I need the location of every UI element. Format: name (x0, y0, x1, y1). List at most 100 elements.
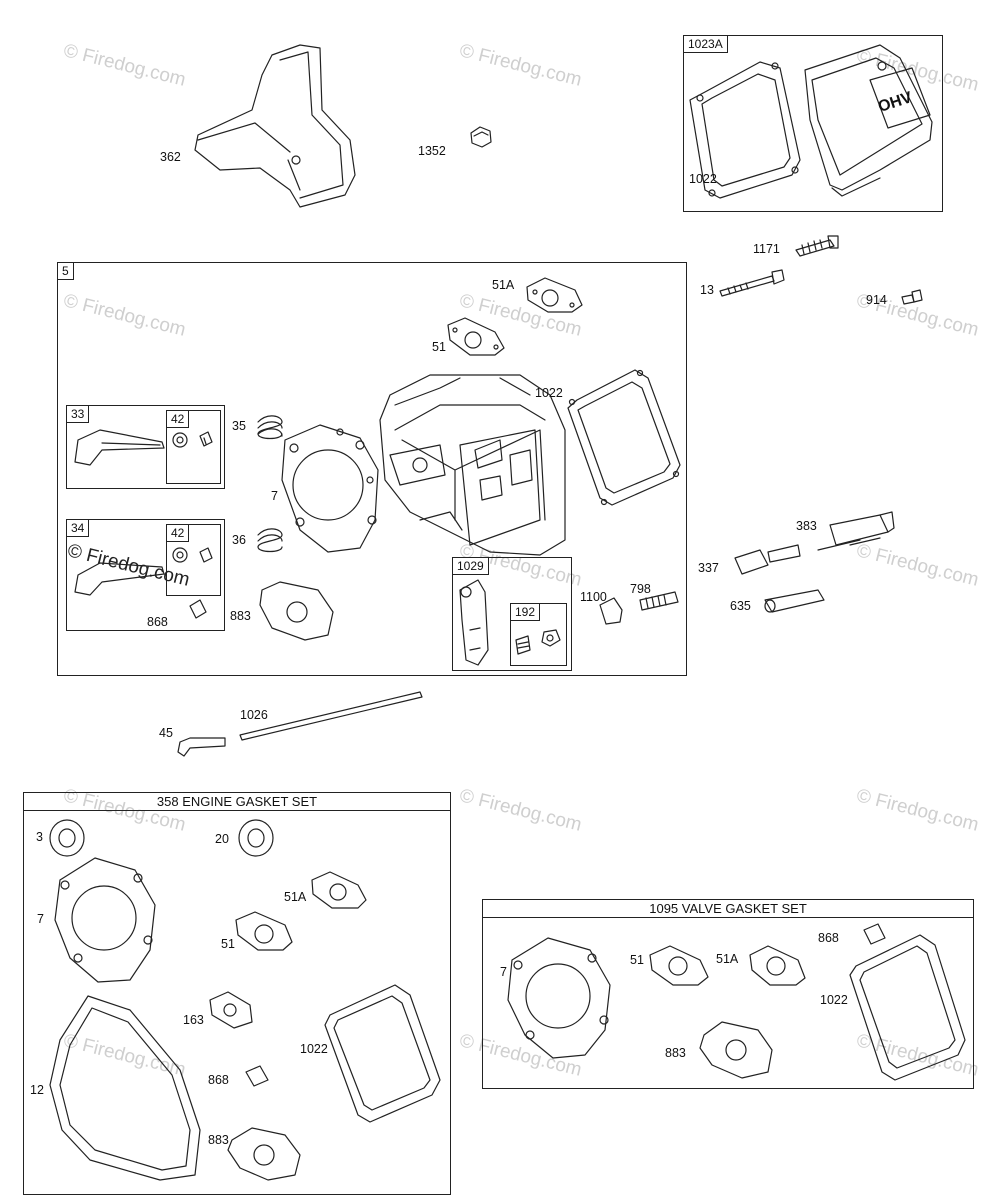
valve-gasket-set-title: 1095 VALVE GASKET SET (483, 900, 973, 918)
exhaust-gasket-883-drawing (227, 1127, 301, 1181)
part-label-51a[interactable]: 51A (716, 952, 739, 966)
box-tag: 33 (66, 405, 90, 423)
part-label-883[interactable]: 883 (230, 609, 251, 623)
part-label-337[interactable]: 337 (698, 561, 719, 575)
ignition-coil-drawing (817, 511, 895, 551)
cylinder-head-drawing (379, 374, 566, 556)
box-tag: 34 (66, 519, 90, 537)
intake-gasket-51-drawing (447, 317, 505, 356)
part-label-7[interactable]: 7 (500, 965, 507, 979)
valve-seal-868-drawing (863, 923, 886, 945)
exhaust-valve-box: 33 (66, 405, 225, 489)
part-label-1022[interactable]: 1022 (689, 172, 717, 186)
part-label-798[interactable]: 798 (630, 582, 651, 596)
part-label-1022[interactable]: 1022 (535, 386, 563, 400)
box-tag: 42 (166, 410, 190, 428)
valve-spring-36-drawing (257, 528, 283, 553)
part-label-868[interactable]: 868 (147, 615, 168, 629)
box-tag: 192 (510, 603, 541, 621)
intake-valve-box: 34 (66, 519, 225, 631)
part-label-868[interactable]: 868 (818, 931, 839, 945)
intake-gasket-51a-drawing (749, 945, 806, 986)
part-label-362[interactable]: 362 (160, 150, 181, 164)
exhaust-valve-drawing (74, 429, 165, 466)
part-label-383[interactable]: 383 (796, 519, 817, 533)
head-gasket-7-drawing (507, 937, 611, 1059)
box-tag: 5 (57, 262, 74, 280)
part-label-45[interactable]: 45 (159, 726, 173, 740)
oil-seal-3-drawing (49, 819, 85, 857)
intake-gasket-51-drawing (649, 945, 709, 986)
rocker-nut-box: 192 (510, 603, 567, 666)
rocker-arm-drawing (459, 579, 489, 666)
part-label-1022[interactable]: 1022 (300, 1042, 328, 1056)
part-label-1352[interactable]: 1352 (418, 144, 446, 158)
part-label-3[interactable]: 3 (36, 830, 43, 844)
valve-cover-drawing (804, 44, 933, 197)
exhaust-gasket-883-drawing (699, 1021, 773, 1079)
intake-gasket-51-drawing (235, 911, 293, 951)
part-label-51[interactable]: 51 (630, 953, 644, 967)
part-label-20[interactable]: 20 (215, 832, 229, 846)
part-label-35[interactable]: 35 (232, 419, 246, 433)
valve-retainer-drawing (172, 431, 213, 448)
head-gasket-drawing (281, 424, 379, 553)
tappet-drawing (177, 737, 226, 757)
valve-cover-box: 1023A (683, 35, 943, 212)
part-label-163[interactable]: 163 (183, 1013, 204, 1027)
retainer-box: 42 (166, 410, 221, 484)
retainer-box: 42 (166, 524, 221, 596)
valve-cover-gasket-1022-drawing (324, 984, 441, 1123)
valve-retainer-drawing (172, 547, 213, 563)
box-tag: 42 (166, 524, 190, 542)
exhaust-gasket-883-drawing (259, 581, 334, 641)
box-tag: 1023A (683, 35, 728, 53)
breather-gasket-drawing (209, 991, 253, 1029)
part-label-51a[interactable]: 51A (492, 278, 515, 292)
valve-gasket-set-box: 1095 VALVE GASKET SET (482, 899, 974, 1089)
engine-gasket-set-title: 358 ENGINE GASKET SET (24, 793, 450, 811)
engine-gasket-set-box: 358 ENGINE GASKET SET (23, 792, 451, 1195)
head-gasket-7-drawing (54, 857, 156, 983)
bolt-drawing (719, 269, 785, 297)
valve-seal-drawing (189, 599, 207, 619)
stud-drawing (795, 235, 839, 257)
crankcase-gasket-12-drawing (49, 995, 201, 1181)
pushrod-guide-drawing (639, 591, 679, 611)
part-label-51[interactable]: 51 (221, 937, 235, 951)
part-label-13[interactable]: 13 (700, 283, 714, 297)
part-label-1026[interactable]: 1026 (240, 708, 268, 722)
screw-drawing (901, 289, 923, 305)
valve-cover-gasket-drawing (689, 61, 801, 199)
valve-seal-868-drawing (245, 1065, 269, 1087)
part-label-1022[interactable]: 1022 (820, 993, 848, 1007)
valve-spring-35-drawing (257, 415, 283, 440)
spark-plug-boot-drawing (764, 589, 825, 613)
box-tag: 1029 (452, 557, 489, 575)
intake-gasket-51a-drawing (526, 277, 583, 313)
part-label-12[interactable]: 12 (30, 1083, 44, 1097)
grommet-drawing (470, 126, 492, 148)
part-label-868[interactable]: 868 (208, 1073, 229, 1087)
spark-plug-drawing (734, 544, 801, 575)
part-label-635[interactable]: 635 (730, 599, 751, 613)
intake-gasket-51a-drawing (311, 871, 367, 909)
oil-seal-20-drawing (238, 819, 274, 857)
rocker-arm-box: 1029 (452, 557, 572, 671)
valve-cover-gasket-mid-drawing (567, 369, 681, 506)
part-label-7[interactable]: 7 (271, 489, 278, 503)
part-label-7[interactable]: 7 (37, 912, 44, 926)
part-label-36[interactable]: 36 (232, 533, 246, 547)
rocker-nut-drawing (515, 629, 561, 655)
valve-cover-gasket-1022-drawing (849, 934, 966, 1081)
part-label-1171[interactable]: 1171 (753, 242, 780, 256)
part-label-883[interactable]: 883 (208, 1133, 229, 1147)
part-label-883[interactable]: 883 (665, 1046, 686, 1060)
cylinder-head-box: 5 (57, 262, 687, 676)
part-label-1100[interactable]: 1100 (580, 590, 607, 604)
part-label-51a[interactable]: 51A (284, 890, 307, 904)
part-label-51[interactable]: 51 (432, 340, 446, 354)
part-label-914[interactable]: 914 (866, 293, 887, 307)
air-guide-drawing (194, 44, 356, 208)
